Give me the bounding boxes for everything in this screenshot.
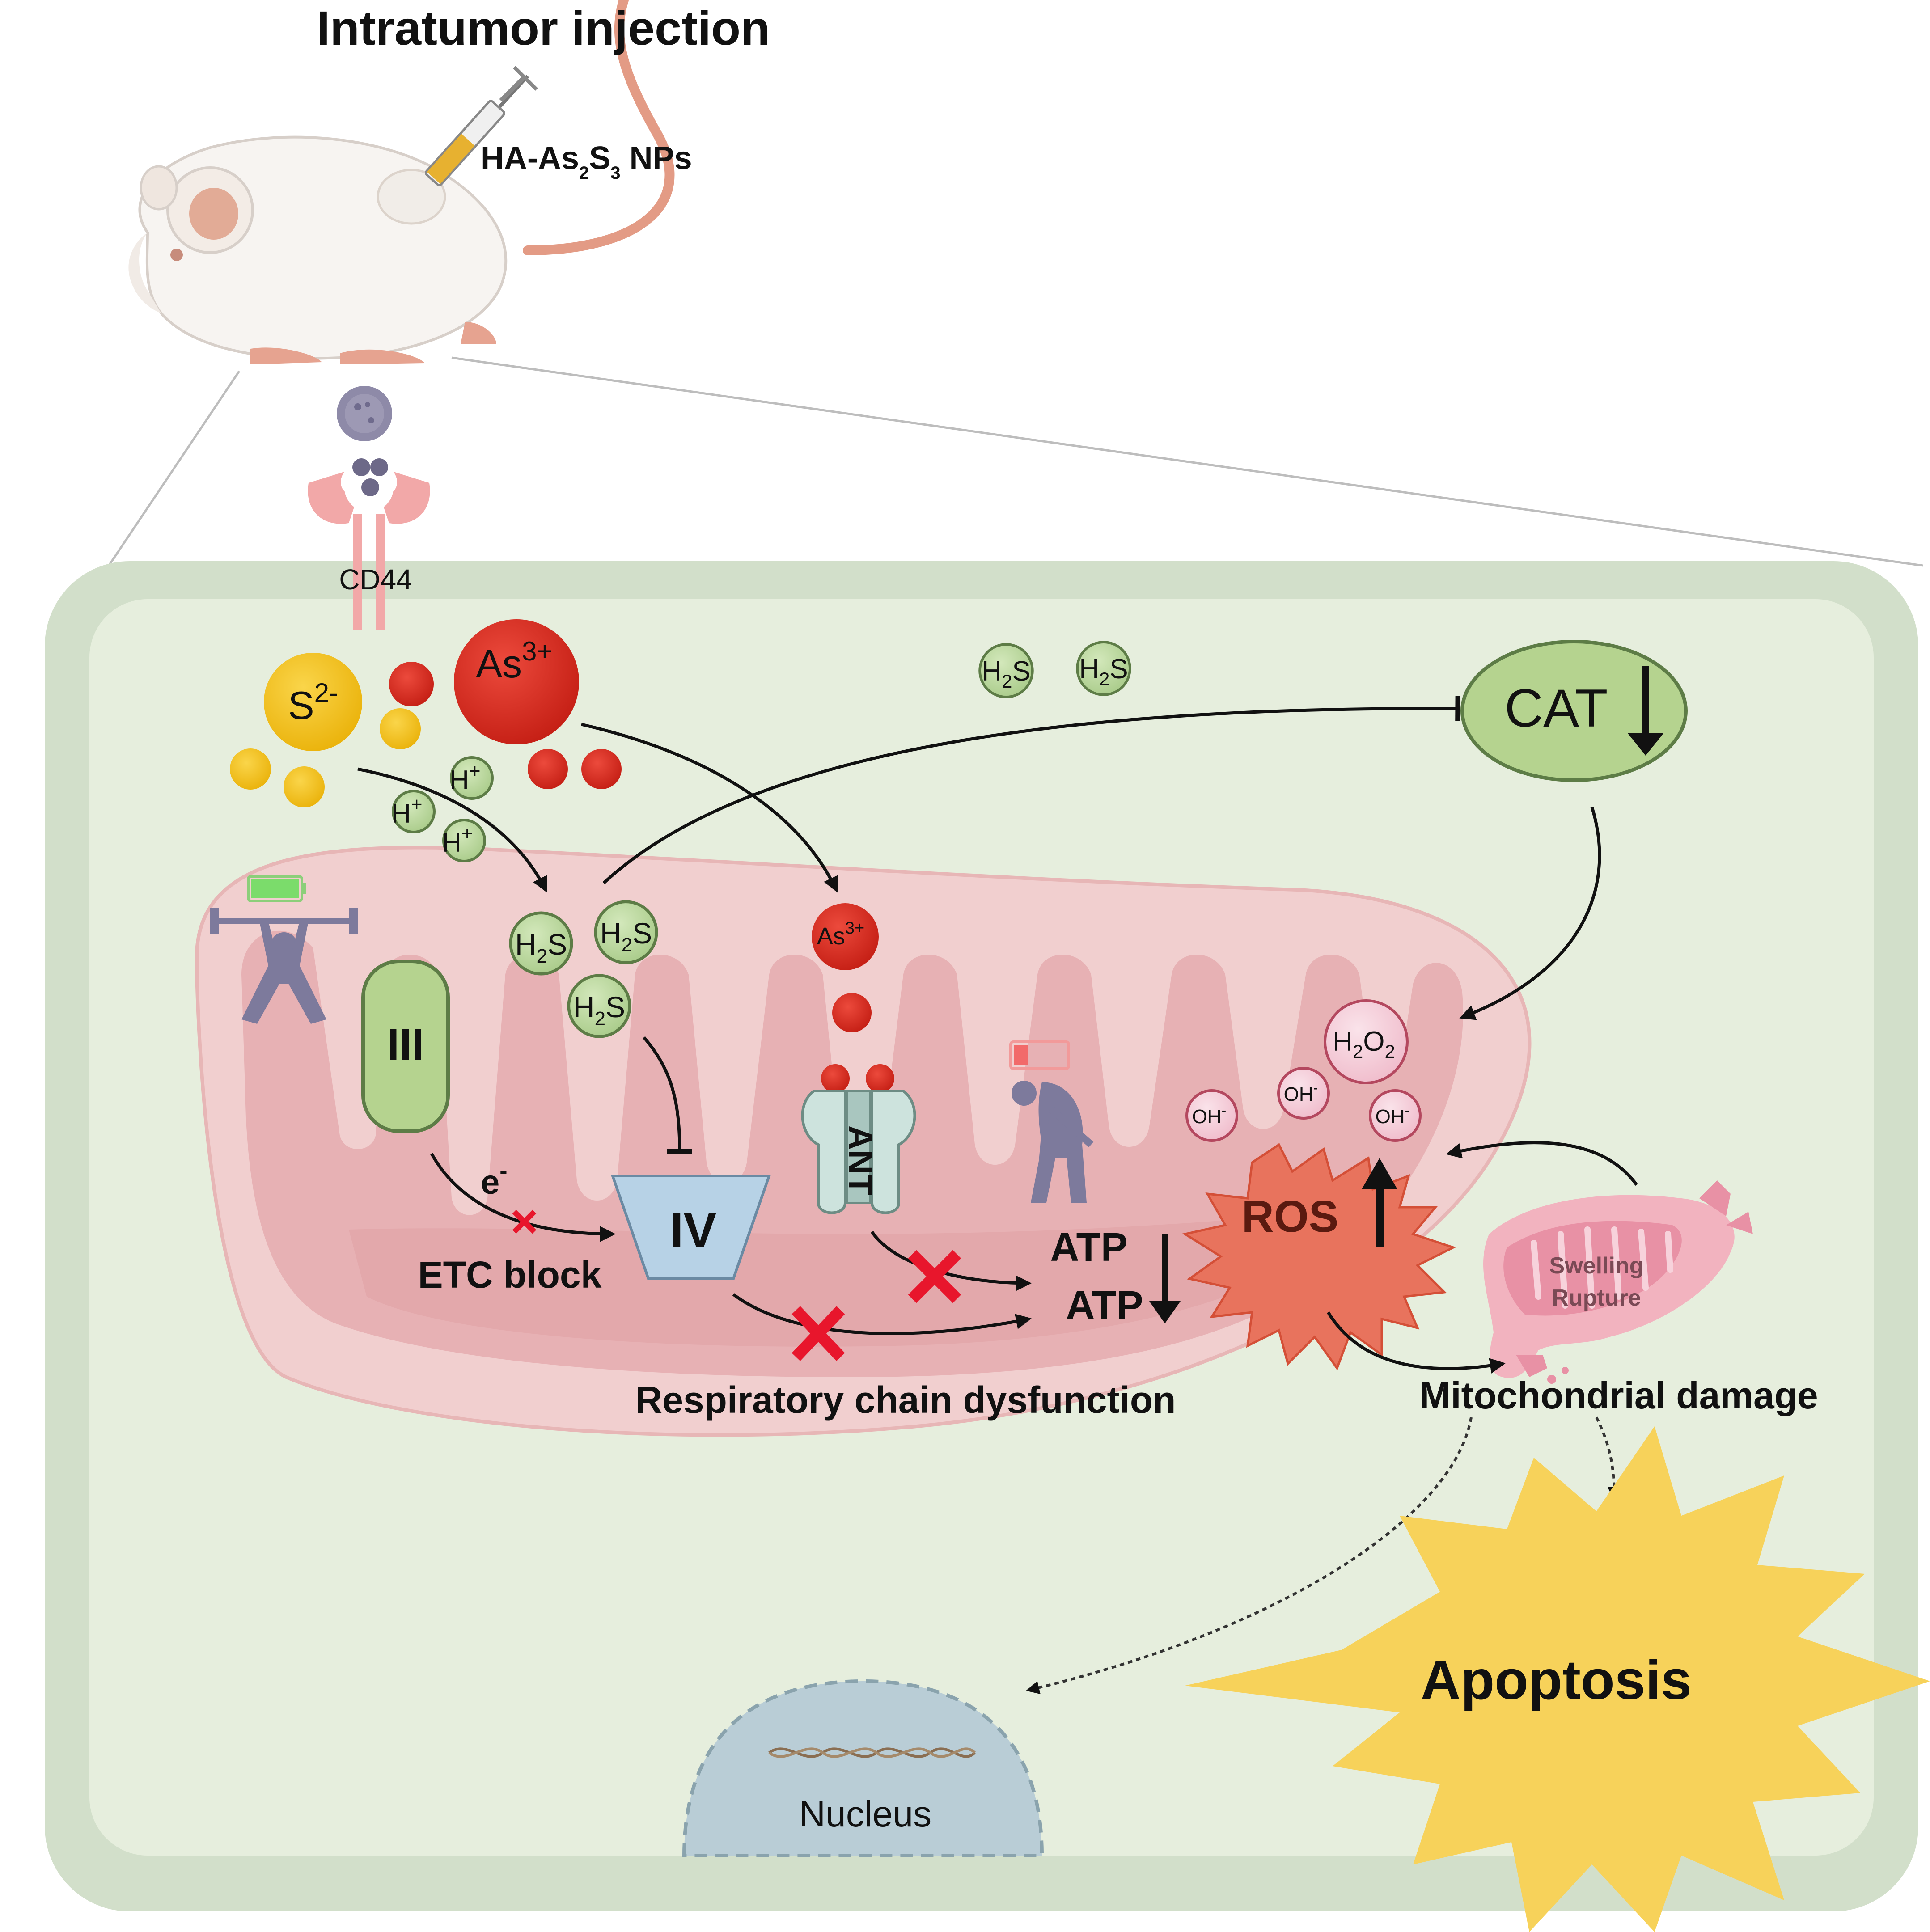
damaged-mitochondrion-icon — [1483, 1180, 1753, 1384]
hydroxyl-radical: OH- — [1278, 1068, 1329, 1118]
svg-text:H2S: H2S — [573, 990, 625, 1030]
svg-text:OH-: OH- — [1192, 1102, 1227, 1128]
ant-transporter: ANT — [801, 1090, 916, 1214]
svg-text:H+: H+ — [391, 794, 422, 829]
down-arrow-icon — [1149, 1234, 1181, 1323]
svg-text:OH-: OH- — [1284, 1080, 1318, 1105]
svg-text:IV: IV — [670, 1203, 716, 1258]
arsenic-particle — [581, 749, 622, 789]
svg-text:H2O2: H2O2 — [1333, 1026, 1395, 1062]
mito-damage-label: Mitochondrial damage — [1419, 1374, 1818, 1416]
apoptosis-label: Apoptosis — [1421, 1649, 1692, 1711]
svg-text:ANT: ANT — [841, 1125, 879, 1195]
block-cross-icon — [791, 1306, 845, 1361]
sulfide-ion: S2- — [264, 653, 362, 751]
svg-text:H+: H+ — [449, 760, 480, 795]
rupture-label: Rupture — [1552, 1285, 1641, 1311]
h2s-molecule: H2S — [1077, 642, 1130, 695]
inhibition-h2s-to-cat — [602, 696, 1460, 884]
arsenic-particle — [528, 749, 568, 789]
cd44-label: CD44 — [339, 563, 412, 596]
svg-text:S2-: S2- — [288, 678, 338, 727]
complex-iv: IV — [610, 1175, 771, 1280]
svg-text:III: III — [387, 1019, 424, 1070]
svg-text:OH-: OH- — [1376, 1102, 1410, 1128]
h2s-molecule: H2S — [980, 644, 1033, 697]
energetic-person-icon — [210, 875, 358, 1024]
arsenic-ion: As3+ — [812, 903, 879, 970]
dna-icon — [768, 1747, 976, 1758]
exhausted-person-icon — [1009, 1040, 1094, 1203]
hydrogen-peroxide: H2O2 — [1324, 999, 1409, 1084]
cd44-receptor — [308, 458, 430, 630]
svg-text:H2S: H2S — [982, 656, 1031, 692]
arrow-arsenic-to-mito — [581, 723, 838, 893]
down-arrow-icon — [1628, 666, 1663, 756]
proton: H+ — [442, 820, 485, 861]
arsenic-particle — [832, 993, 872, 1032]
sulfur-particle — [380, 708, 421, 749]
proton: H+ — [391, 791, 434, 832]
catalase-enzyme: CAT — [1460, 640, 1688, 782]
svg-text:H+: H+ — [442, 823, 473, 858]
sulfur-particle — [230, 748, 271, 790]
arrow-damage-to-ros — [1446, 1141, 1638, 1186]
arrow-electron-transfer — [430, 1153, 616, 1242]
apoptosis-burst — [1185, 1426, 1930, 1932]
sulfur-particle — [284, 766, 325, 807]
proton: H+ — [449, 757, 492, 799]
arrow-sulfide-to-h2s — [357, 767, 547, 893]
hydroxyl-radical: OH- — [1370, 1091, 1420, 1141]
h2s-molecule: H2S — [569, 976, 630, 1036]
h2s-molecule: H2S — [511, 913, 571, 974]
nanoparticle — [337, 386, 392, 441]
arrow-complex-iv-to-atp — [732, 1293, 1032, 1335]
block-cross-icon — [908, 1250, 961, 1303]
svg-text:H2S: H2S — [1079, 654, 1128, 689]
zoom-lines — [106, 356, 1923, 569]
inhibition-h2s-to-complex-iv — [643, 1036, 693, 1154]
arrow-cat-to-h2o2 — [1459, 806, 1601, 1020]
svg-text:H2S: H2S — [600, 917, 652, 956]
ros-label: ROS — [1242, 1192, 1339, 1242]
atp-label: ATP — [1066, 1283, 1143, 1328]
svg-text:As3+: As3+ — [476, 636, 552, 686]
page-title: Intratumor injection — [317, 1, 770, 55]
nucleus — [682, 1679, 1044, 1857]
arsenic-ion: As3+ — [454, 619, 579, 744]
hydroxyl-radical: OH- — [1187, 1091, 1237, 1141]
arrow-ros-to-damage — [1327, 1311, 1506, 1374]
svg-text:H2S: H2S — [515, 928, 567, 967]
nucleus-label: Nucleus — [799, 1794, 931, 1835]
complex-iii: III — [361, 960, 450, 1133]
arsenic-particle — [866, 1064, 894, 1093]
atp-label: ATP — [1050, 1225, 1127, 1270]
h2s-molecule: H2S — [596, 902, 656, 963]
arsenic-particle — [389, 662, 434, 706]
up-arrow-icon — [1362, 1158, 1397, 1247]
electron-label: e- — [481, 1158, 508, 1201]
respiratory-label: Respiratory chain dysfunction — [635, 1379, 1176, 1421]
svg-text:CAT: CAT — [1504, 678, 1608, 738]
mouse-illustration — [128, 0, 675, 364]
dotted-arrow-to-apoptosis — [1595, 1416, 1621, 1501]
svg-text:As3+: As3+ — [817, 919, 864, 950]
etc-block-label: ETC block — [418, 1254, 602, 1296]
nanoparticle-label: HA-As2S3 NPs — [481, 140, 692, 183]
block-cross-icon — [512, 1209, 537, 1234]
swelling-label: Swelling — [1549, 1253, 1644, 1279]
arsenic-particle — [821, 1064, 850, 1093]
syringe-icon — [425, 66, 538, 186]
